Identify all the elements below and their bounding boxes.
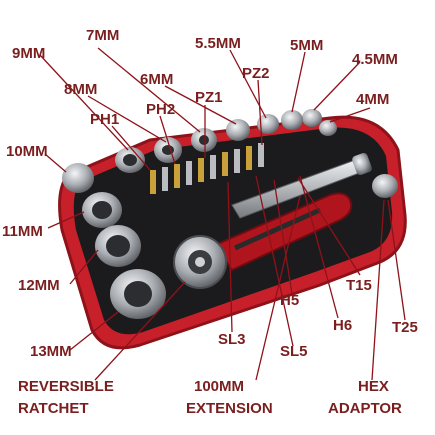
label-t25: T25 bbox=[392, 319, 418, 336]
socket-6mm bbox=[226, 119, 250, 141]
label-5-5mm: 5.5MM bbox=[195, 35, 241, 52]
label-10mm: 10MM bbox=[6, 143, 48, 160]
label-12mm: 12MM bbox=[18, 277, 60, 294]
small-sockets bbox=[115, 109, 337, 173]
driver-bits bbox=[150, 143, 264, 194]
label-extension: EXTENSION bbox=[186, 400, 273, 417]
leader-lines bbox=[39, 47, 406, 381]
part-labels: 9MM 7MM 5.5MM 5MM 4.5MM 8MM 6MM PZ2 4MM … bbox=[2, 27, 418, 417]
label-100mm: 100MM bbox=[194, 378, 244, 395]
label-5mm: 5MM bbox=[290, 37, 323, 54]
socket-4mm bbox=[319, 120, 337, 136]
hex-adaptor bbox=[372, 174, 398, 198]
label-13mm: 13MM bbox=[30, 343, 72, 360]
label-4mm: 4MM bbox=[356, 91, 389, 108]
label-reversible: REVERSIBLE bbox=[18, 378, 114, 395]
label-sl3: SL3 bbox=[218, 331, 246, 348]
label-ph1: PH1 bbox=[90, 111, 119, 128]
label-6mm: 6MM bbox=[140, 71, 173, 88]
socket-4-5mm bbox=[302, 109, 322, 127]
label-9mm: 9MM bbox=[12, 45, 45, 62]
label-h6: H6 bbox=[333, 317, 352, 334]
label-7mm: 7MM bbox=[86, 27, 119, 44]
label-pz2: PZ2 bbox=[242, 65, 270, 82]
label-ratchet: RATCHET bbox=[18, 400, 89, 417]
label-11mm: 11MM bbox=[2, 223, 43, 240]
label-pz1: PZ1 bbox=[195, 89, 223, 106]
large-sockets bbox=[62, 163, 166, 319]
socket-10mm bbox=[62, 163, 94, 193]
label-adaptor: ADAPTOR bbox=[328, 400, 402, 417]
label-hex: HEX bbox=[358, 378, 389, 395]
label-ph2: PH2 bbox=[146, 101, 175, 118]
socket-5mm bbox=[281, 110, 303, 130]
label-t15: T15 bbox=[346, 277, 372, 294]
socket-5-5mm bbox=[257, 114, 279, 134]
label-h5: H5 bbox=[280, 292, 299, 309]
ratchet bbox=[173, 192, 353, 289]
extension-bar bbox=[231, 152, 372, 219]
label-4-5mm: 4.5MM bbox=[352, 51, 398, 68]
label-sl5: SL5 bbox=[280, 343, 308, 360]
label-8mm: 8MM bbox=[64, 81, 97, 98]
